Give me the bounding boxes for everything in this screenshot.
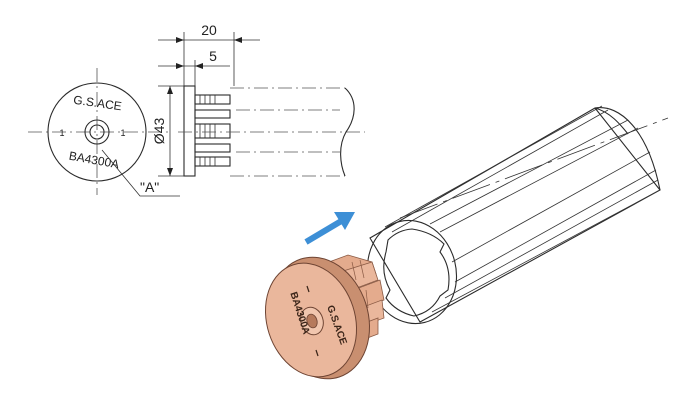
pipe-opening-profile (383, 228, 450, 317)
cap-isometric: BA4300A G.S.ACE (264, 254, 385, 380)
dia-arrow-top (167, 86, 173, 94)
pipe-phantom (178, 87, 365, 177)
pipe-axis (399, 117, 669, 219)
dia-text: Ø43 (151, 118, 167, 145)
dim-text-5: 5 (209, 48, 217, 64)
pipe-far-end (594, 107, 661, 191)
cap-fins (194, 94, 231, 167)
detail-leader-line (101, 149, 180, 197)
front-code-text: BA4300A (68, 149, 120, 172)
pipe-isometric (366, 105, 669, 325)
front-brand-text: G.S.ACE (72, 93, 122, 114)
dim-arrow-20-left (176, 37, 184, 43)
dim-arrow-5-right (195, 63, 203, 69)
cap-outer-circle (47, 82, 147, 182)
dim-text-20: 20 (201, 22, 217, 38)
cap-flange (183, 85, 196, 177)
detail-label: "A" (140, 179, 159, 195)
cap-hub-outer (84, 119, 110, 145)
dim-arrow-5-left (176, 63, 184, 69)
front-mark-right: 1 (120, 128, 125, 138)
pipe-break-line (340, 87, 355, 177)
front-mark-left: 1 (59, 128, 64, 138)
cap-hub-inner (89, 124, 105, 140)
dim-arrow-20-right (234, 37, 242, 43)
insert-direction-arrow (304, 212, 355, 245)
pipe-body (369, 107, 661, 323)
cap-front-view: G.S.ACE BA4300A 1 1 "A" (28, 68, 180, 197)
dia-arrow-bottom (167, 168, 173, 176)
cap-side-view: 20 5 Ø43 (151, 22, 365, 177)
